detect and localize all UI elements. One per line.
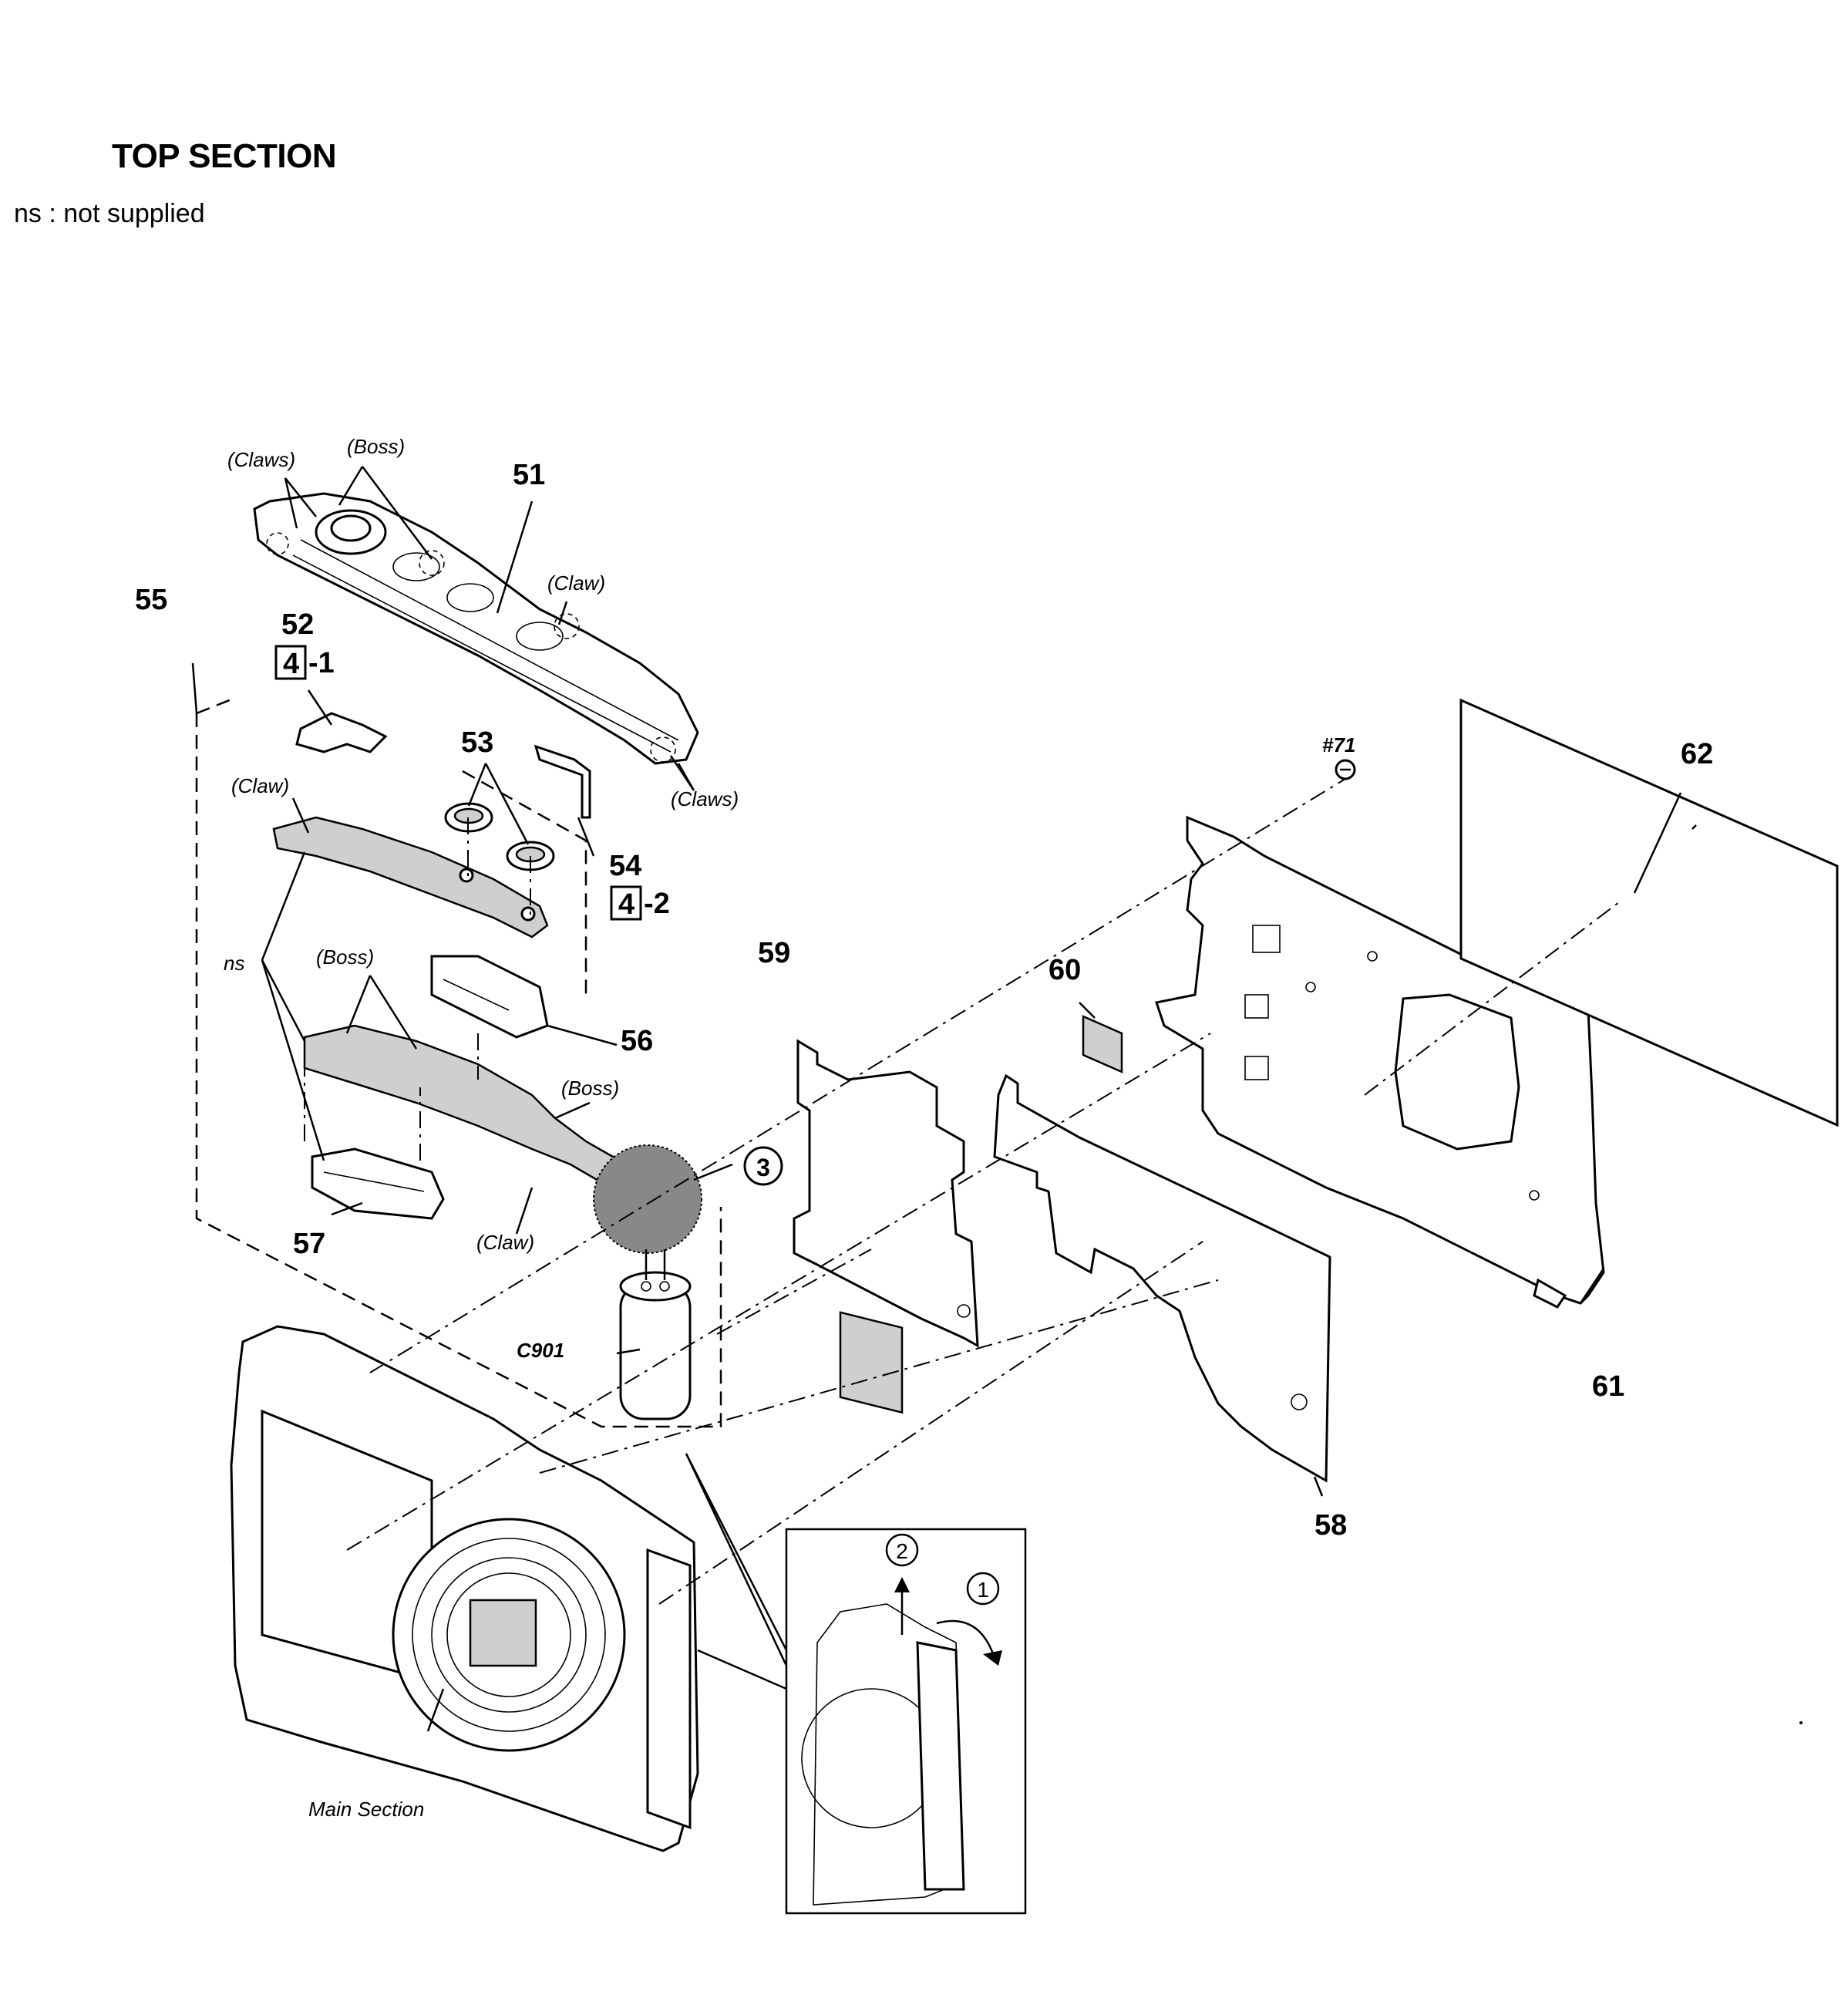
part-59-plate bbox=[793, 1039, 979, 1414]
part-56-bracket bbox=[430, 955, 549, 1039]
note-claws-top: (Claws) bbox=[227, 448, 295, 471]
part-52-bracket bbox=[295, 712, 388, 753]
note-boss-mid: (Boss) bbox=[316, 945, 374, 969]
label-52: 52 bbox=[281, 608, 314, 641]
circled-step-2-text: 2 bbox=[896, 1539, 908, 1563]
label-62: 62 bbox=[1681, 738, 1713, 770]
part-55-assembly-outline bbox=[195, 696, 722, 1428]
ref-box-4-1-number: 4 bbox=[283, 648, 299, 680]
circled-step-1: 1 bbox=[966, 1572, 1000, 1606]
part-61-chassis bbox=[1155, 815, 1605, 1309]
note-claw-bottom: (Claw) bbox=[476, 1231, 534, 1254]
label-53: 53 bbox=[461, 726, 493, 759]
note-boss-top: (Boss) bbox=[347, 435, 405, 458]
label-59: 59 bbox=[758, 937, 790, 969]
part-3-stipple bbox=[593, 1144, 702, 1254]
screw-71 bbox=[1335, 759, 1356, 780]
label-57: 57 bbox=[293, 1228, 325, 1260]
label-screw-71: #71 bbox=[1322, 733, 1355, 757]
part-53-rings bbox=[444, 802, 555, 871]
stray-dot bbox=[1799, 1721, 1803, 1724]
legend-note: ns : not supplied bbox=[14, 199, 205, 228]
ref-box-4-2-suffix: -2 bbox=[644, 888, 670, 920]
page-title: TOP SECTION bbox=[112, 137, 337, 175]
note-claws-right: (Claws) bbox=[671, 787, 739, 810]
label-c901: C901 bbox=[517, 1339, 564, 1362]
ref-box-4-2-number: 4 bbox=[618, 888, 635, 921]
ref-box-4-2: 4 -2 bbox=[610, 885, 670, 921]
upper-board bbox=[272, 816, 549, 938]
part-60-chip bbox=[1082, 1015, 1123, 1073]
circled-step-2: 2 bbox=[885, 1533, 919, 1567]
c901-capacitor bbox=[619, 1249, 692, 1420]
label-55: 55 bbox=[135, 584, 167, 616]
label-54: 54 bbox=[609, 850, 641, 882]
part-51-top-frame bbox=[253, 492, 699, 765]
label-58: 58 bbox=[1314, 1509, 1347, 1542]
label-61: 61 bbox=[1592, 1370, 1624, 1403]
label-60: 60 bbox=[1049, 954, 1081, 986]
circled-3-text: 3 bbox=[756, 1154, 770, 1181]
main-section-camera-body bbox=[230, 1325, 699, 1852]
part-58-plate bbox=[993, 1073, 1331, 1483]
note-boss-right: (Boss) bbox=[561, 1077, 619, 1100]
ref-box-4-1-suffix: -1 bbox=[308, 647, 335, 679]
note-claw-left: (Claw) bbox=[231, 774, 289, 797]
assembly-lines bbox=[304, 778, 1620, 1605]
inset-detail-box bbox=[785, 1528, 1027, 1915]
note-claw-right: (Claw) bbox=[547, 571, 605, 595]
part-54-flex bbox=[534, 744, 591, 819]
part-62-panel bbox=[1459, 698, 1839, 1127]
note-main-section: Main Section bbox=[308, 1798, 424, 1821]
circled-3: 3 bbox=[743, 1146, 783, 1186]
circled-step-1-text: 1 bbox=[977, 1578, 989, 1602]
leader-lines bbox=[191, 466, 1697, 1732]
label-51: 51 bbox=[513, 459, 545, 491]
label-56: 56 bbox=[621, 1025, 653, 1057]
part-57-connector bbox=[311, 1147, 445, 1220]
ref-box-4-1: 4 -1 bbox=[274, 645, 335, 680]
note-ns: ns bbox=[224, 952, 244, 975]
